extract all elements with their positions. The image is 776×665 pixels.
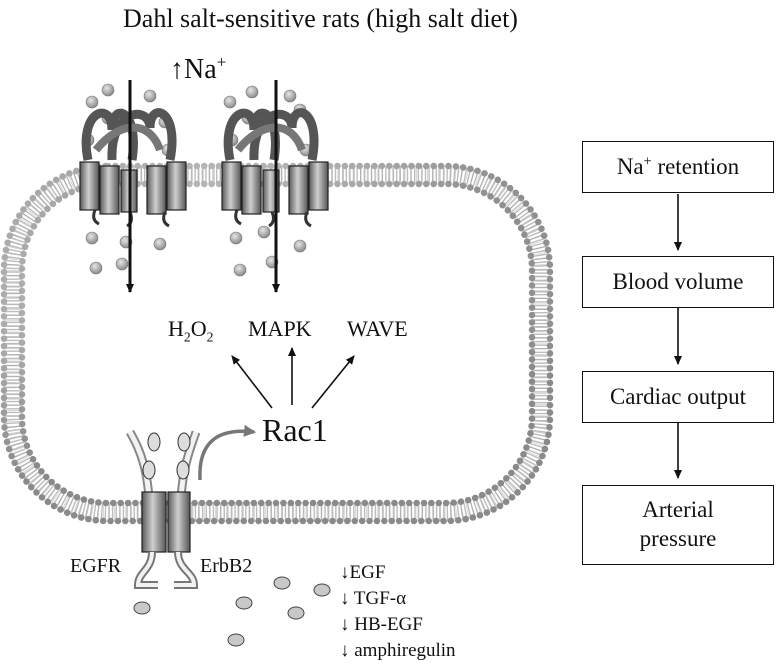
sodium-symbol: Na (184, 54, 217, 85)
erbb2-label: ErbB2 (200, 555, 253, 577)
h2o2-label: H2O2 (168, 316, 213, 344)
rac1-label: Rac1 (262, 412, 328, 448)
ligand-amphiregulin: ↓ amphiregulin (340, 640, 456, 661)
ligand-particle (313, 583, 331, 597)
ligand-tgf-alpha: ↓ TGF-α (340, 588, 407, 609)
sodium-ion (293, 239, 307, 253)
h2o2-sub1: 2 (183, 329, 191, 345)
sodium-ion (245, 85, 259, 99)
ligand-egf: ↓EGF (340, 562, 386, 583)
sodium-ion (153, 237, 167, 251)
egfr-label: EGFR (70, 555, 122, 577)
wave-label: WAVE (347, 316, 408, 341)
sodium-channel-right (221, 108, 329, 228)
flow-arterial-line2: pressure (639, 526, 717, 551)
sodium-ion (101, 83, 115, 97)
increase-arrow: ↑ (170, 54, 184, 85)
flow-box-na-retention: Na+ retention (582, 141, 774, 193)
mapk-label: MAPK (248, 316, 312, 341)
ligand-particle (287, 606, 305, 620)
sodium-ion (223, 95, 237, 109)
ligand-particle (133, 601, 151, 615)
flow-na-text: Na+ retention (617, 153, 739, 182)
flow-arterial-line1: Arterial (642, 497, 714, 523)
sodium-ion (229, 231, 243, 245)
sodium-channel-left (79, 108, 187, 228)
flow-box-cardiac-output: Cardiac output (582, 371, 774, 423)
ligand-particle (273, 576, 291, 590)
activation-arrow (198, 424, 256, 481)
diagram-title: Dahl salt-sensitive rats (high salt diet… (123, 4, 518, 33)
h2o2-sub2: 2 (206, 329, 214, 345)
h2o2-h: H (168, 316, 184, 341)
arrow-rac1-to-h2o2 (231, 355, 273, 409)
ligand-particle (235, 596, 253, 610)
flow-box-arterial-pressure: Arterial pressure (582, 485, 774, 565)
arrow-rac1-to-wave (311, 355, 355, 409)
egfr-erbb2-receptor (126, 429, 201, 589)
sodium-charge: + (216, 52, 227, 72)
sodium-ion (85, 231, 99, 245)
sodium-ion (143, 89, 157, 103)
flow-na-charge: + (643, 152, 652, 169)
sodium-label: ↑Na+ (170, 52, 227, 85)
h2o2-o: O (190, 316, 207, 341)
flow-na-ion: Na (616, 153, 644, 179)
sodium-ion (115, 257, 129, 271)
ligand-particles (133, 576, 331, 647)
sodium-ion (233, 263, 247, 277)
sodium-ion (85, 95, 99, 109)
sodium-ion (89, 261, 103, 275)
flow-box-blood-volume: Blood volume (582, 256, 774, 308)
ligand-hb-egf: ↓ HB-EGF (340, 614, 423, 635)
ligand-particle (227, 633, 245, 647)
sodium-ion (283, 89, 297, 103)
sodium-ion (257, 225, 271, 239)
flow-na-rest: retention (651, 153, 740, 179)
